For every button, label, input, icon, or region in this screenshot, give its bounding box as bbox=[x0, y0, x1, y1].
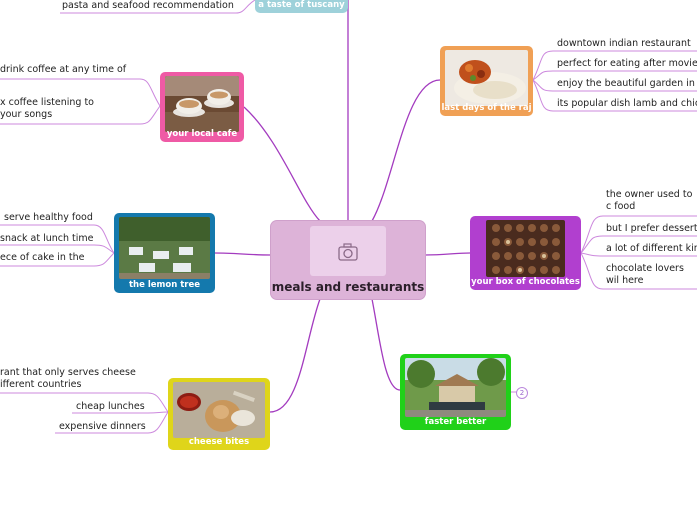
topic-label: your box of chocolates bbox=[471, 277, 580, 287]
topic-label: cheese bites bbox=[188, 437, 250, 447]
sub-item-downtown-indian[interactable]: downtown indian restaurant bbox=[557, 38, 691, 49]
sub-item-cheese-restaurant[interactable]: rant that only serves cheese ifferent co… bbox=[0, 367, 136, 390]
topic-label: your local cafe bbox=[166, 129, 238, 139]
topic-your-box-of-chocolates[interactable]: your box of chocolates bbox=[470, 216, 581, 290]
central-image-placeholder bbox=[310, 226, 386, 276]
sub-item-coffee-songs[interactable]: x coffee listening to your songs bbox=[0, 97, 94, 120]
topic-cheese-bites[interactable]: cheese bites bbox=[168, 378, 270, 450]
sub-item-different-kinds[interactable]: a lot of different kin bbox=[606, 243, 697, 254]
faster-better-photo bbox=[405, 358, 506, 417]
topic-your-local-cafe[interactable]: your local cafe bbox=[160, 72, 244, 142]
sub-item-drink-coffee[interactable]: drink coffee at any time of bbox=[0, 64, 127, 75]
central-topic[interactable]: meals and restaurants bbox=[271, 221, 425, 299]
central-title: meals and restaurants bbox=[271, 280, 425, 294]
sub-item-after-movies[interactable]: perfect for eating after movies bbox=[557, 58, 697, 69]
sub-item-prefer-desserts[interactable]: but I prefer desserts bbox=[606, 223, 697, 234]
topic-label: a taste of tuscany bbox=[258, 0, 345, 10]
topic-label: faster better bbox=[424, 417, 487, 427]
topic-label: the lemon tree bbox=[128, 280, 200, 290]
topic-the-lemon-tree[interactable]: the lemon tree bbox=[114, 213, 215, 293]
sub-item-owner-food[interactable]: the owner used to c food bbox=[606, 189, 693, 212]
sub-item-expensive-dinners[interactable]: expensive dinners bbox=[59, 421, 146, 432]
sub-item-healthy-food[interactable]: serve healthy food bbox=[4, 212, 93, 223]
topic-a-taste-of-tuscany[interactable]: a taste of tuscany bbox=[255, 0, 348, 13]
camera-icon bbox=[338, 243, 358, 261]
cheese-bites-photo bbox=[173, 382, 265, 438]
topic-label: last days of the raj bbox=[441, 103, 532, 113]
collapsed-count-badge[interactable]: 2 bbox=[516, 387, 528, 399]
topic-faster-better[interactable]: faster better bbox=[400, 354, 511, 430]
sub-item-piece-of-cake[interactable]: ece of cake in the bbox=[0, 252, 85, 263]
topic-last-days-of-the-raj[interactable]: last days of the raj bbox=[440, 46, 533, 116]
lemon-tree-photo bbox=[119, 217, 210, 279]
chocolates-photo bbox=[486, 220, 565, 277]
sub-item-garden[interactable]: enjoy the beautiful garden in s bbox=[557, 78, 697, 89]
sub-item-lunch-snack[interactable]: snack at lunch time bbox=[0, 233, 94, 244]
raj-photo bbox=[445, 50, 528, 106]
sub-item-lamb-dish[interactable]: its popular dish lamb and chic bbox=[557, 98, 697, 109]
sub-item-pasta-seafood[interactable]: pasta and seafood recommendation bbox=[62, 0, 234, 11]
cafe-photo bbox=[165, 76, 239, 132]
sub-item-chocolate-lovers[interactable]: chocolate lovers wil here bbox=[606, 263, 684, 286]
sub-item-cheap-lunches[interactable]: cheap lunches bbox=[76, 401, 145, 412]
